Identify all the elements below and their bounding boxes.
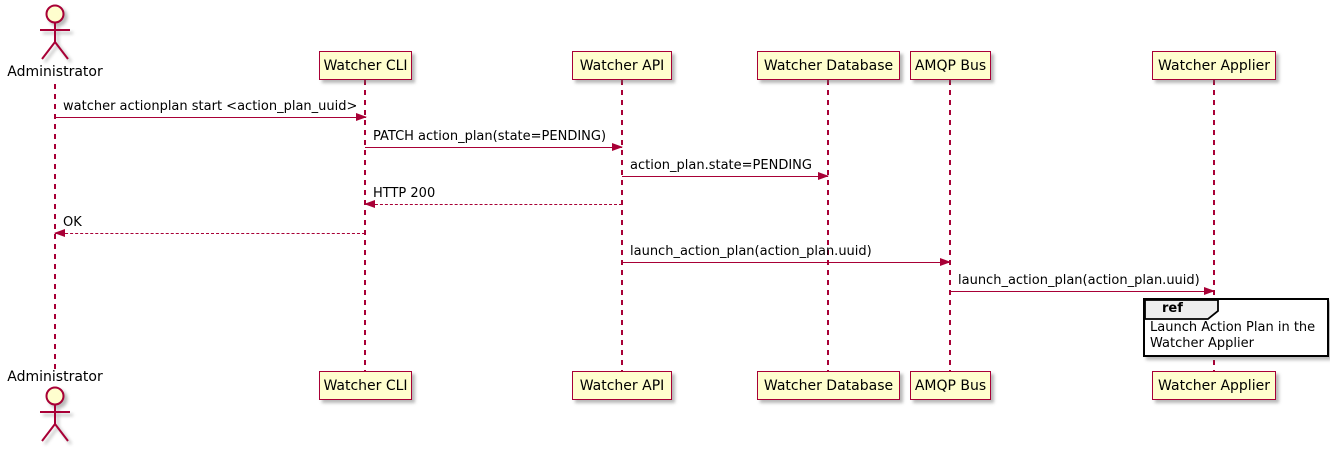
lifeline-watcher-database [827,80,829,371]
actor-icon [40,4,70,60]
message-line [55,117,366,118]
participant-watcher-cli-bottom: Watcher CLI [319,371,412,400]
actor-label: Administrator [7,64,103,80]
participant-watcher-cli-top: Watcher CLI [319,51,412,80]
ref-tab-icon [1144,299,1219,320]
lifeline-watcher-api [621,80,623,371]
message-line [365,204,622,205]
arrowhead-left-icon [54,229,65,237]
message-label: HTTP 200 [373,186,436,201]
lifeline-administrator [54,84,56,369]
participant-watcher-database-bottom: Watcher Database [757,371,900,400]
message-label: PATCH action_plan(state=PENDING) [373,129,607,144]
participant-watcher-applier-top: Watcher Applier [1152,51,1276,80]
arrowhead-left-icon [364,200,375,208]
arrowhead-right-icon [1204,287,1215,295]
ref-fragment: ref Launch Action Plan in the Watcher Ap… [1143,298,1329,357]
ref-text-line-2: Watcher Applier [1150,336,1254,351]
actor-label: Administrator [7,369,103,385]
actor-administrator-top: Administrator [0,3,110,80]
arrowhead-right-icon [356,113,367,121]
message-label: OK [63,215,82,230]
message-line [55,233,365,234]
actor-icon [40,386,70,442]
ref-keyword: ref [1162,301,1183,316]
participant-watcher-api-bottom: Watcher API [572,371,672,400]
lifeline-amqp-bus [949,80,951,371]
arrowhead-right-icon [612,143,623,151]
participant-watcher-database-top: Watcher Database [757,51,900,80]
message-label: launch_action_plan(action_plan.uuid) [630,244,872,259]
participant-watcher-api-top: Watcher API [572,51,672,80]
message-line [950,291,1214,292]
message-label: action_plan.state=PENDING [630,158,812,173]
message-line [622,262,950,263]
ref-text-line-1: Launch Action Plan in the [1150,320,1316,335]
lifeline-watcher-applier [1213,80,1215,371]
lifeline-watcher-cli [364,80,366,371]
participant-watcher-applier-bottom: Watcher Applier [1152,371,1276,400]
participant-amqp-bus-bottom: AMQP Bus [910,371,991,400]
message-label: launch_action_plan(action_plan.uuid) [958,273,1200,288]
message-line [622,176,828,177]
arrowhead-right-icon [818,172,829,180]
actor-administrator-bottom: Administrator [0,369,110,446]
arrowhead-right-icon [940,258,951,266]
participant-amqp-bus-top: AMQP Bus [910,51,991,80]
ref-body: Launch Action Plan in the Watcher Applie… [1150,320,1324,352]
message-label: watcher actionplan start <action_plan_uu… [63,99,358,114]
message-line [365,147,622,148]
